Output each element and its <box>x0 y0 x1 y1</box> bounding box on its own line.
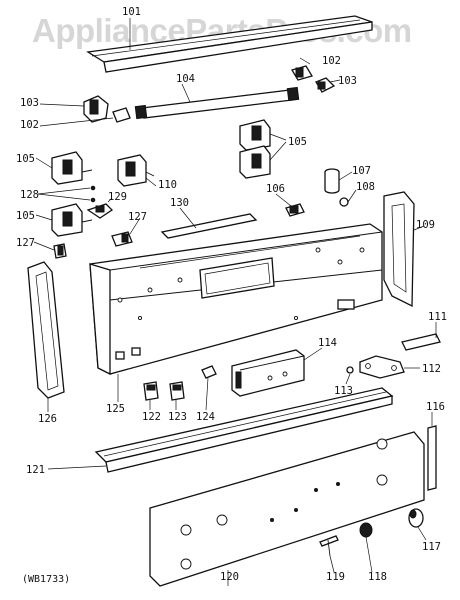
part-128-screws[interactable] <box>90 185 96 203</box>
label-126: 126 <box>38 413 57 425</box>
part-110-switch[interactable] <box>117 154 155 187</box>
part-105-switch-upper[interactable] <box>239 119 271 179</box>
label-102-right: 102 <box>322 55 341 67</box>
label-130: 130 <box>170 197 189 209</box>
part-120-front-panel[interactable] <box>149 431 425 587</box>
label-113: 113 <box>334 385 353 397</box>
part-103-lampholder-left[interactable] <box>83 95 109 123</box>
part-123-button[interactable] <box>169 381 185 401</box>
diagram-code: (WB1733) <box>22 574 70 585</box>
part-114-board[interactable] <box>231 349 305 397</box>
label-104: 104 <box>176 73 195 85</box>
label-117: 117 <box>422 541 441 553</box>
label-118: 118 <box>368 571 387 583</box>
label-122: 122 <box>142 411 161 423</box>
part-127-switch-b[interactable] <box>53 243 67 259</box>
label-102-left: 102 <box>20 119 39 131</box>
part-124-button[interactable] <box>201 365 217 379</box>
part-102-socket-left[interactable] <box>112 107 131 123</box>
label-129: 129 <box>108 191 127 203</box>
part-111-knob[interactable] <box>401 333 441 351</box>
part-122-button[interactable] <box>143 381 159 401</box>
part-109-end-cap-right[interactable] <box>383 191 415 308</box>
label-105-upper: 105 <box>288 136 307 148</box>
label-103-left: 103 <box>20 97 39 109</box>
part-117-knob[interactable] <box>408 508 424 528</box>
part-112-hinge[interactable] <box>359 355 405 379</box>
part-121-channel[interactable] <box>94 387 394 473</box>
part-118-spring[interactable] <box>359 522 373 538</box>
label-105-left-lower: 105 <box>16 210 35 222</box>
part-119-bolt[interactable] <box>319 535 339 557</box>
part-105-switch-left-lower[interactable] <box>51 203 93 237</box>
part-102-socket-right[interactable] <box>291 65 313 81</box>
part-113-screw[interactable] <box>346 366 354 374</box>
label-101: 101 <box>122 6 141 18</box>
label-111: 111 <box>428 311 447 323</box>
label-110: 110 <box>158 179 177 191</box>
label-103-right: 103 <box>338 75 357 87</box>
label-120: 120 <box>220 571 239 583</box>
part-127-switch-a[interactable] <box>111 231 133 247</box>
label-123: 123 <box>168 411 187 423</box>
part-107-cylinder[interactable] <box>324 168 340 194</box>
label-127-lower: 127 <box>16 237 35 249</box>
label-106: 106 <box>266 183 285 195</box>
part-116-side-strip[interactable] <box>427 425 437 491</box>
label-116: 116 <box>426 401 445 413</box>
label-108: 108 <box>356 181 375 193</box>
label-125: 125 <box>106 403 125 415</box>
label-112: 112 <box>422 363 441 375</box>
label-105-left-upper: 105 <box>16 153 35 165</box>
part-126-end-cap-left[interactable] <box>27 261 65 399</box>
part-103-lampholder-right[interactable] <box>315 77 336 93</box>
label-114: 114 <box>318 337 337 349</box>
label-128: 128 <box>20 189 39 201</box>
label-109: 109 <box>416 219 435 231</box>
part-labels: 101 102 103 104 103 102 105 105 105 107 … <box>16 6 447 585</box>
label-121: 121 <box>26 464 45 476</box>
part-108-nut[interactable] <box>339 197 349 207</box>
leader-lines <box>33 18 437 586</box>
part-104-tube[interactable] <box>134 86 300 120</box>
part-101-top-trim[interactable] <box>86 15 373 73</box>
part-130-window[interactable] <box>160 213 258 239</box>
part-129-bracket[interactable] <box>86 203 114 219</box>
label-124: 124 <box>196 411 215 423</box>
label-107: 107 <box>352 165 371 177</box>
part-105-switch-left-upper[interactable] <box>51 151 93 185</box>
part-106-clip[interactable] <box>285 203 305 217</box>
part-125-control-panel[interactable] <box>89 223 383 376</box>
label-127-upper: 127 <box>128 211 147 223</box>
label-119: 119 <box>326 571 345 583</box>
